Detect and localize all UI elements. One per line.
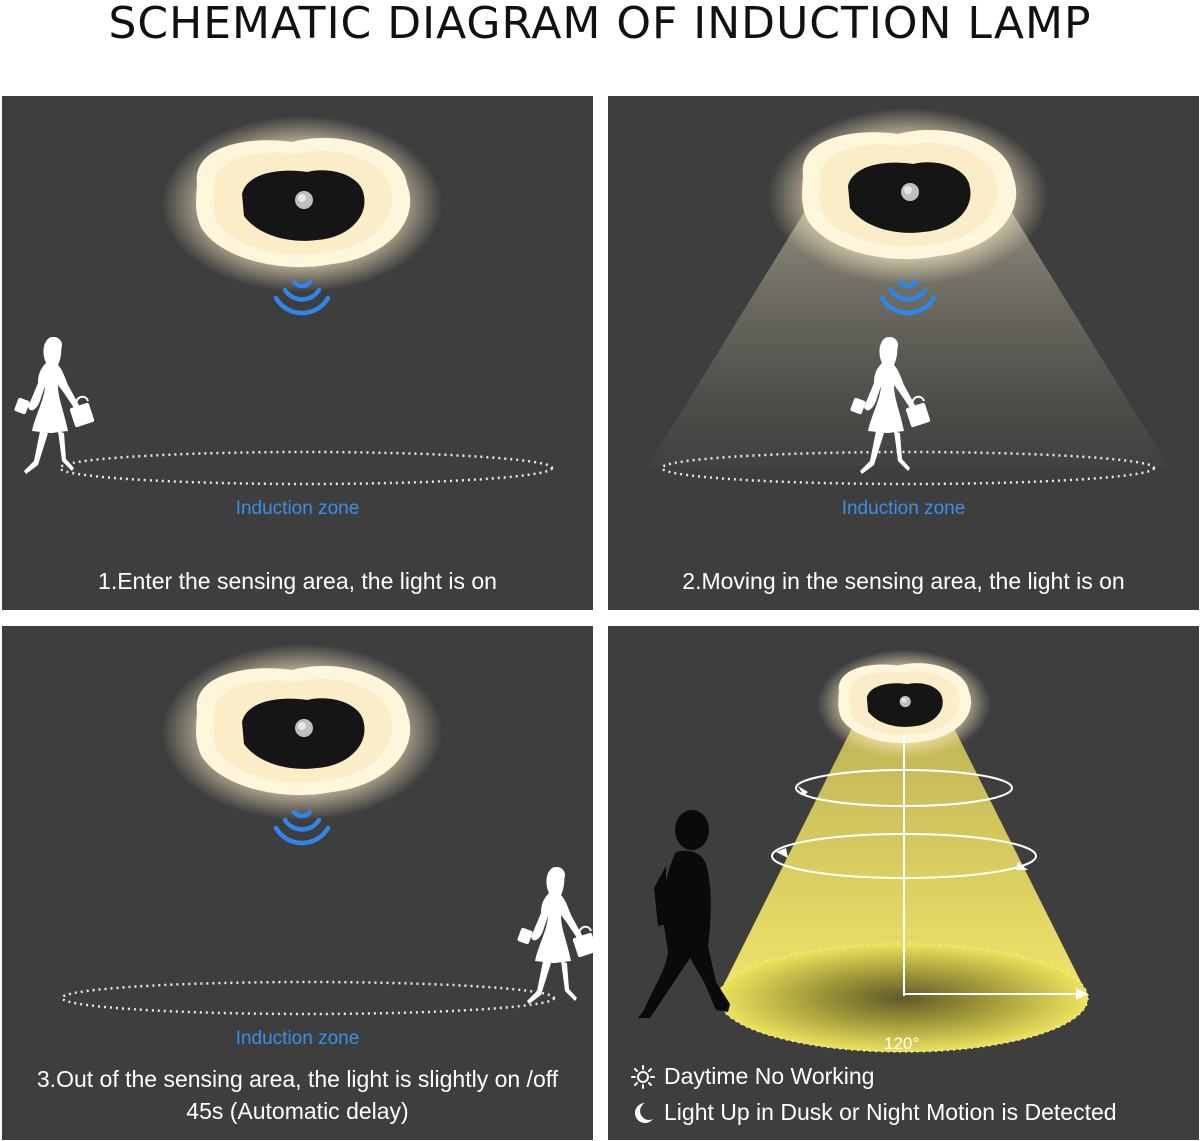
rotation-ring-lower <box>771 833 1037 879</box>
rotation-arrow-lower-left <box>776 848 788 858</box>
panel-1-illustration <box>12 116 554 486</box>
separator-sun-mark <box>594 521 607 578</box>
rotation-arrow-upper <box>798 786 808 796</box>
page-title: SCHEMATIC DIAGRAM OF INDUCTION LAMP <box>108 0 1092 49</box>
panel-caption: 1.Enter the sensing area, the light is o… <box>98 568 497 594</box>
walking-woman-figure <box>515 866 593 1005</box>
walking-woman-figure <box>12 336 96 475</box>
panel-moving-in-sensing-area: Induction zone 2.Moving in the sensing a… <box>608 96 1199 610</box>
light-beam <box>648 206 1168 466</box>
rotation-arrow-lower-right <box>1016 862 1028 870</box>
induction-zone-ring <box>58 450 554 486</box>
panel-caption: 2.Moving in the sensing area, the light … <box>682 568 1125 594</box>
panel-out-of-sensing-area: Induction zone 3.Out of the sensing area… <box>2 626 593 1140</box>
legend-daytime-text: Daytime No Working <box>664 1063 875 1089</box>
panel-caption-line-1: 3.Out of the sensing area, the light is … <box>36 1066 559 1092</box>
rotation-ring-upper <box>795 769 1013 807</box>
induction-zone-label: Induction zone <box>235 498 360 519</box>
ceiling-lamp <box>768 108 1048 284</box>
legend-night-text: Light Up in Dusk or Night Motion is Dete… <box>664 1099 1117 1125</box>
panel-caption-line-2: 45s (Automatic delay) <box>186 1098 409 1124</box>
induction-zone-label: Induction zone <box>841 498 966 519</box>
panel-2-illustration <box>648 108 1168 486</box>
walking-man-figure <box>638 810 730 1018</box>
beam-angle-label: 120° <box>884 1034 920 1053</box>
ceiling-lamp <box>162 116 442 292</box>
beam-edge-dots <box>717 943 1089 1053</box>
light-pool <box>718 944 1088 1052</box>
radius-arrow-head <box>1076 988 1088 1000</box>
induction-zone-label: Induction zone <box>235 1028 360 1049</box>
panel-3-illustration <box>60 644 593 1016</box>
sun-icon <box>631 1064 655 1089</box>
legend-daytime: Daytime No Working <box>630 1063 874 1090</box>
panel-4-illustration <box>638 649 1089 1053</box>
induction-zone-ring <box>660 450 1156 486</box>
legend-night: Light Up in Dusk or Night Motion is Dete… <box>630 1099 1117 1126</box>
induction-zone-ring <box>60 980 556 1016</box>
panel-enter-sensing-area: Induction zone 1.Enter the sensing area,… <box>2 96 593 610</box>
moon-icon <box>635 1102 653 1123</box>
panel-beam-angle: 120° Daytime No Working Light Up in Dusk… <box>608 626 1199 1140</box>
ceiling-lamp <box>162 644 442 820</box>
